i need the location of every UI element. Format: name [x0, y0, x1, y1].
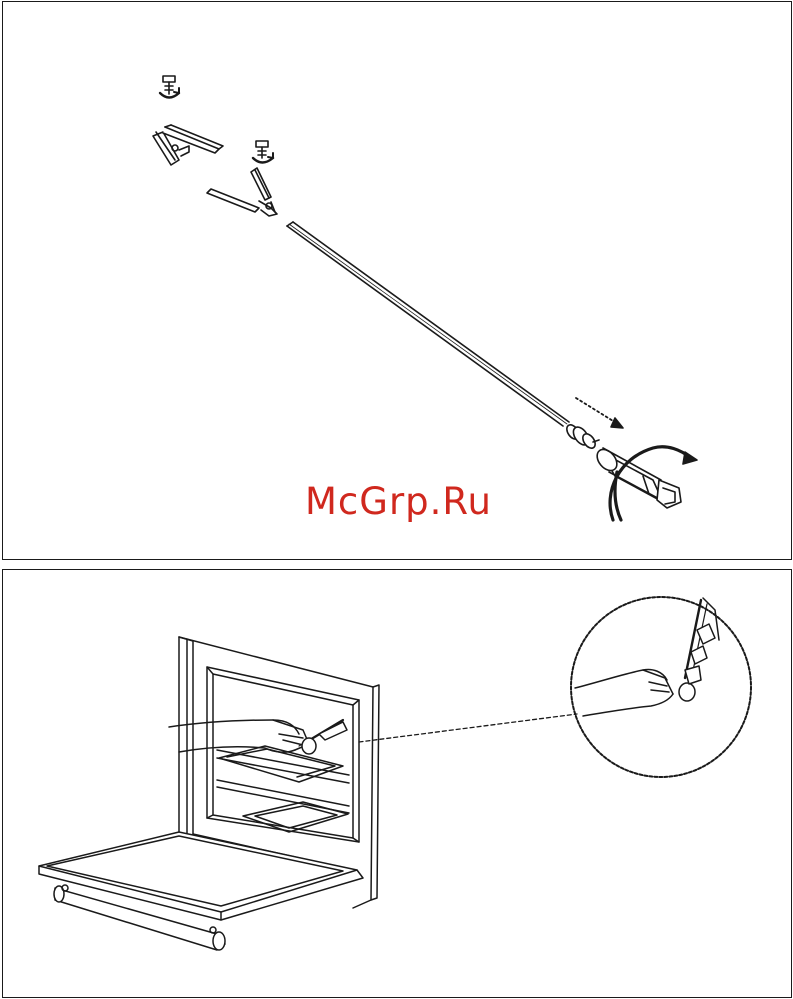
leader-line — [359, 714, 577, 742]
screw-icon — [163, 76, 175, 94]
hand-with-spit — [169, 720, 347, 754]
fork-right — [207, 168, 277, 216]
oven-fitting-panel — [2, 569, 792, 998]
rotisserie-assembly-drawing — [3, 2, 793, 561]
detail-circle — [571, 597, 751, 777]
spit-collar — [564, 423, 599, 451]
fork-left — [153, 125, 223, 165]
dotted-arrow — [576, 398, 623, 428]
oven-fitting-drawing — [3, 570, 793, 999]
spit-rod — [287, 222, 569, 426]
rotisserie-assembly-panel: McGrp.Ru — [2, 1, 792, 560]
screw-icon — [256, 141, 268, 158]
watermark: McGrp.Ru — [305, 480, 492, 523]
oven-door — [39, 832, 363, 950]
